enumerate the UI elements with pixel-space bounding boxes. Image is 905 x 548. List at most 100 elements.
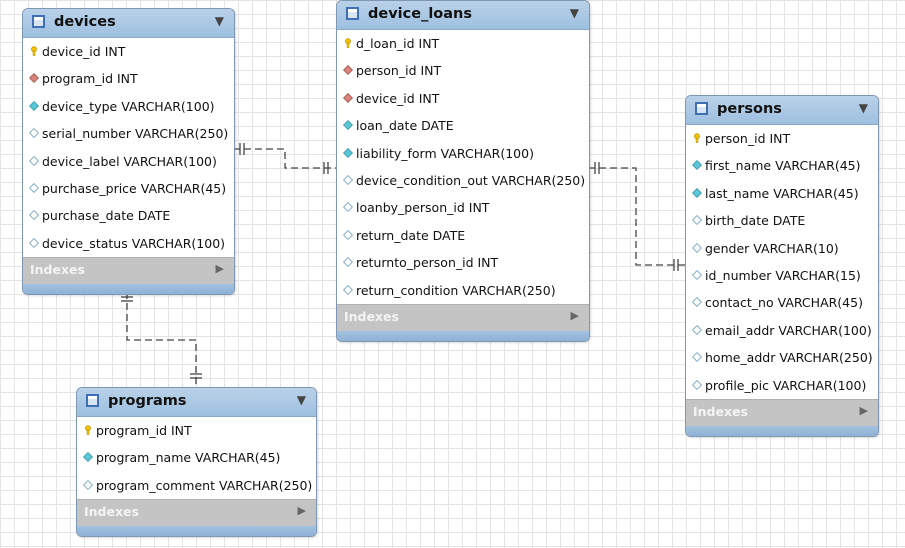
table-programs[interactable]: programs▼ program_id INT program_name VARC… [76,387,317,538]
column-row[interactable]: last_name VARCHAR(45) [686,180,878,207]
column-label: device_status VARCHAR(100) [42,235,226,251]
not-null-column-icon [692,160,702,171]
column-label: return_date DATE [356,227,466,243]
column-row[interactable]: loanby_person_id INT [337,194,589,221]
column-row[interactable]: return_date DATE [337,222,589,249]
table-header[interactable]: device_loans ▼ [337,1,589,30]
column-label: program_id INT [96,423,192,438]
expand-arrow-icon[interactable]: ▶ [859,403,868,417]
column-row[interactable]: device_label VARCHAR(100) [23,148,234,175]
column-row[interactable]: person_id INT [686,125,878,152]
expand-arrow-icon[interactable]: ▶ [570,308,579,322]
column-row[interactable]: device_type VARCHAR(100) [23,93,234,120]
column-row[interactable]: contact_no VARCHAR(45) [686,289,878,316]
table-footer [77,526,316,537]
expand-arrow-icon[interactable]: ▶ [215,262,224,276]
expand-arrow-icon[interactable]: ▶ [297,504,306,518]
foreign-key-icon [343,65,353,76]
column-row[interactable]: serial_number VARCHAR(250) [23,120,234,147]
collapse-arrow-icon[interactable]: ▼ [858,101,868,115]
column-label: loanby_person_id INT [356,200,490,216]
column-row[interactable]: email_addr VARCHAR(100) [686,317,878,344]
collapse-arrow-icon[interactable]: ▼ [214,14,224,28]
column-label: profile_pic VARCHAR(100) [705,377,867,393]
column-label: program_comment VARCHAR(250) [96,477,313,493]
column-row[interactable]: program_id INT [23,65,234,92]
column-row[interactable]: id_number VARCHAR(15) [686,262,878,289]
column-label: purchase_price VARCHAR(45) [42,180,227,196]
column-row[interactable]: profile_pic VARCHAR(100) [686,372,878,399]
not-null-column-icon [343,147,353,158]
relationship-devices-device-loans [233,148,336,169]
indexes-section[interactable]: Indexes▶ [337,303,589,331]
column-row[interactable]: device_status VARCHAR(100) [23,230,234,257]
column-row[interactable]: purchase_price VARCHAR(45) [23,175,234,202]
column-label: id_number VARCHAR(15) [705,267,861,283]
column-label: purchase_date DATE [42,208,171,224]
column-row[interactable]: d_loan_id INT [337,30,589,57]
column-row[interactable]: device_id INT [23,38,234,65]
indexes-section[interactable]: Indexes ▶ [23,257,234,285]
column-row[interactable]: return_condition VARCHAR(250) [337,277,589,304]
indexes-label: Indexes [693,403,748,419]
indexes-label: Indexes [30,262,85,278]
foreign-key-icon [343,92,353,103]
column-row[interactable]: loan_date DATE [337,112,589,139]
column-row[interactable]: device_id INT [337,85,589,112]
table-icon [695,102,708,115]
table-footer [23,284,234,295]
nullable-column-icon [343,174,353,185]
nullable-column-icon [29,155,39,166]
table-title: devices [54,14,116,30]
column-row[interactable]: device_condition_out VARCHAR(250) [337,167,589,194]
column-label: program_name VARCHAR(45) [96,450,281,466]
indexes-section[interactable]: Indexes▶ [77,499,316,527]
nullable-column-icon [692,379,702,390]
column-label: serial_number VARCHAR(250) [42,126,229,142]
column-row[interactable]: home_addr VARCHAR(250) [686,344,878,371]
column-label: device_condition_out VARCHAR(250) [356,172,586,188]
column-row[interactable]: person_id INT [337,57,589,84]
column-row[interactable]: liability_form VARCHAR(100) [337,140,589,167]
column-row[interactable]: first_name VARCHAR(45) [686,152,878,179]
column-row[interactable]: birth_date DATE [686,207,878,234]
relationship-devices-programs [126,292,197,387]
collapse-arrow-icon[interactable]: ▼ [296,393,306,407]
nullable-column-icon [29,210,39,221]
primary-key-icon [345,38,351,48]
table-header[interactable]: devices ▼ [23,9,234,38]
column-label: liability_form VARCHAR(100) [356,145,534,161]
nullable-column-icon [29,128,39,139]
column-row[interactable]: purchase_date DATE [23,202,234,229]
column-label: contact_no VARCHAR(45) [705,295,863,311]
table-footer [686,425,878,436]
column-row[interactable]: program_name VARCHAR(45) [77,444,316,471]
nullable-column-icon [343,229,353,240]
primary-key-icon [694,133,700,143]
nullable-column-icon [692,242,702,253]
nullable-column-icon [692,269,702,280]
column-row[interactable]: program_id INT [77,417,316,444]
nullable-column-icon [343,202,353,213]
table-title: device_loans [368,6,472,22]
not-null-column-icon [343,120,353,131]
column-label: gender VARCHAR(10) [705,240,839,256]
nullable-column-icon [692,324,702,335]
collapse-arrow-icon[interactable]: ▼ [569,6,579,20]
table-header[interactable]: persons▼ [686,96,878,125]
column-label: last_name VARCHAR(45) [705,185,859,201]
not-null-column-icon [692,187,702,198]
column-label: device_id INT [42,44,126,59]
column-row[interactable]: program_comment VARCHAR(250) [77,472,316,499]
table-footer [337,330,589,341]
table-icon [346,7,359,20]
indexes-section[interactable]: Indexes ▶ [686,398,878,426]
column-row[interactable]: returnto_person_id INT [337,249,589,276]
table-header[interactable]: programs▼ [77,388,316,417]
nullable-column-icon [692,297,702,308]
column-row[interactable]: gender VARCHAR(10) [686,235,878,262]
